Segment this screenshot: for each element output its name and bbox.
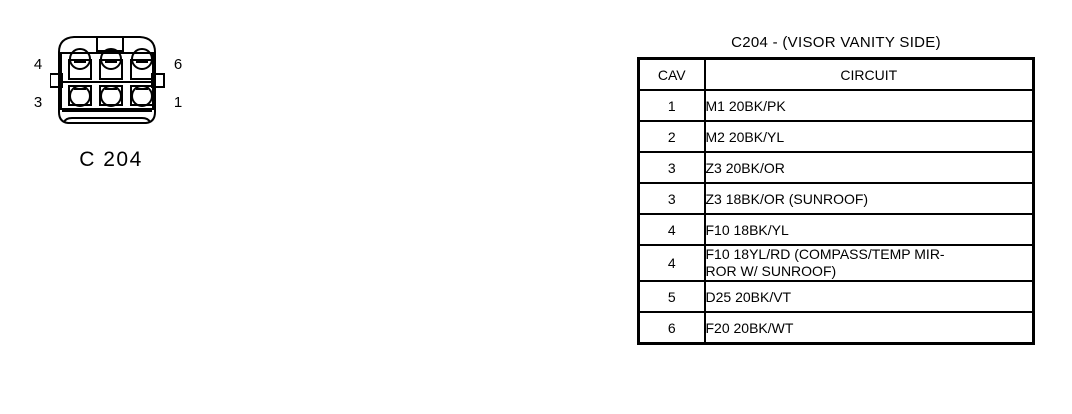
table-title: C204 - (VISOR VANITY SIDE) xyxy=(731,34,941,51)
cell-circuit: M1 20BK/PK xyxy=(703,89,1035,122)
cell-cav: 4 xyxy=(637,213,706,246)
top-key-notch xyxy=(96,36,124,52)
cav-circuit-table: CAV CIRCUIT 1 M1 20BK/PK 2 M2 20BK/YL 3 … xyxy=(637,57,1035,345)
connector-housing-icon xyxy=(50,36,165,124)
terminal-cavity-4 xyxy=(68,48,92,80)
cell-cav: 3 xyxy=(637,151,706,184)
cell-circuit: F10 18BK/YL xyxy=(703,213,1035,246)
terminal-cavity-6 xyxy=(130,48,154,80)
table-row: 2 M2 20BK/YL xyxy=(637,120,1035,153)
circuit-table-block: C204 - (VISOR VANITY SIDE) CAV CIRCUIT 1… xyxy=(637,34,1035,345)
pin-number-bottom-left: 3 xyxy=(33,94,43,111)
terminal-cavity-2 xyxy=(99,85,123,107)
table-row: 5 D25 20BK/VT xyxy=(637,280,1035,313)
pin-number-bottom-right: 1 xyxy=(173,94,183,111)
table-row: 4 F10 18YL/RD (COMPASS/TEMP MIR- ROR W/ … xyxy=(637,244,1035,282)
connector-figure: 4 3 6 1 xyxy=(0,0,230,200)
table-row: 3 Z3 18BK/OR (SUNROOF) xyxy=(637,182,1035,215)
pin-number-top-left: 4 xyxy=(33,56,43,73)
terminal-cavity-1 xyxy=(130,85,154,107)
cell-cav: 5 xyxy=(637,280,706,313)
bottom-skirt-edge xyxy=(63,117,151,123)
table-header-row: CAV CIRCUIT xyxy=(637,57,1035,91)
cell-circuit: F20 20BK/WT xyxy=(703,311,1035,345)
cell-cav: 1 xyxy=(637,89,706,122)
cell-circuit: Z3 18BK/OR (SUNROOF) xyxy=(703,182,1035,215)
cell-circuit: M2 20BK/YL xyxy=(703,120,1035,153)
cell-cav: 2 xyxy=(637,120,706,153)
column-header-circuit: CIRCUIT xyxy=(703,57,1035,91)
cell-circuit: D25 20BK/VT xyxy=(703,280,1035,313)
table-row: 6 F20 20BK/WT xyxy=(637,311,1035,345)
connector-caption: C 204 xyxy=(79,148,143,171)
column-header-cav: CAV xyxy=(637,57,706,91)
terminal-cavity-3 xyxy=(68,85,92,107)
terminal-cavity-5 xyxy=(99,48,123,80)
cell-circuit: Z3 20BK/OR xyxy=(703,151,1035,184)
cell-cav: 3 xyxy=(637,182,706,215)
table-row: 4 F10 18BK/YL xyxy=(637,213,1035,246)
cell-cav: 4 xyxy=(637,244,706,282)
pin-number-top-right: 6 xyxy=(173,56,183,73)
housing-outline xyxy=(58,36,156,124)
table-row: 1 M1 20BK/PK xyxy=(637,89,1035,122)
cell-cav: 6 xyxy=(637,311,706,345)
cell-circuit: F10 18YL/RD (COMPASS/TEMP MIR- ROR W/ SU… xyxy=(703,244,1035,282)
table-row: 3 Z3 20BK/OR xyxy=(637,151,1035,184)
